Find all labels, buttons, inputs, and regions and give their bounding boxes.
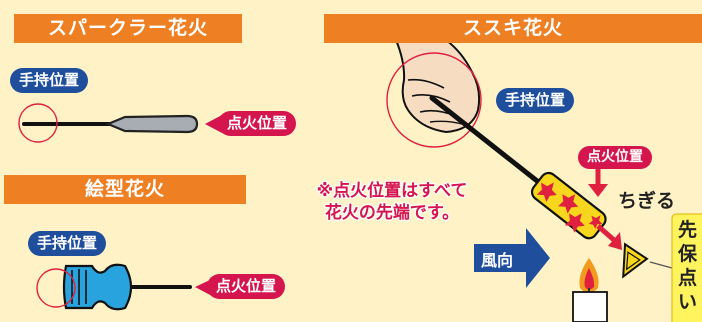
picture-grip-circle: [36, 268, 76, 308]
ignition-note-line1: ※点火位置はすべて: [316, 181, 468, 201]
susuki-grip-label: 手持位置: [496, 88, 575, 113]
side-note-box: [671, 213, 702, 322]
susuki-grip-circle: [386, 52, 482, 148]
susuki-stick: [429, 95, 549, 191]
tear-off-text: ちぎる: [618, 190, 676, 212]
susuki-ignition-label: 点火位置: [578, 146, 652, 169]
side-note-text: 先 保 点 い: [678, 218, 702, 314]
sparkler-grip-label: 手持位置: [10, 68, 89, 93]
picture-firework-illustration: [36, 263, 192, 311]
side-note-char-3: 点: [678, 267, 698, 289]
ignition-note-line2: 花火の先端です。: [324, 203, 460, 223]
candle-illustration: [572, 258, 608, 322]
wind-arrow: [474, 228, 550, 288]
sparkler-illustration: [18, 103, 199, 143]
side-note-char-4: い: [678, 291, 698, 313]
wind-direction-label: 風向: [481, 251, 514, 270]
susuki-tube: [530, 171, 607, 240]
hand-illustration: [386, 39, 482, 148]
picture-grip-label: 手持位置: [28, 231, 107, 256]
sparkler-ignition-label: 点火位置: [218, 111, 297, 136]
picture-section-title: 絵型花火: [4, 175, 246, 204]
susuki-section-title: ススキ花火: [324, 14, 702, 43]
side-note-char-1: 先: [678, 219, 698, 241]
sparkler-grip-circle: [18, 103, 58, 143]
sparkler-section-title: スパークラー花火: [14, 14, 242, 43]
ignition-note: ※点火位置はすべて 花火の先端です。: [286, 180, 498, 224]
torn-tip-illustration: [622, 242, 649, 279]
picture-ignition-label: 点火位置: [207, 274, 286, 299]
side-note-char-2: 保: [678, 243, 698, 265]
